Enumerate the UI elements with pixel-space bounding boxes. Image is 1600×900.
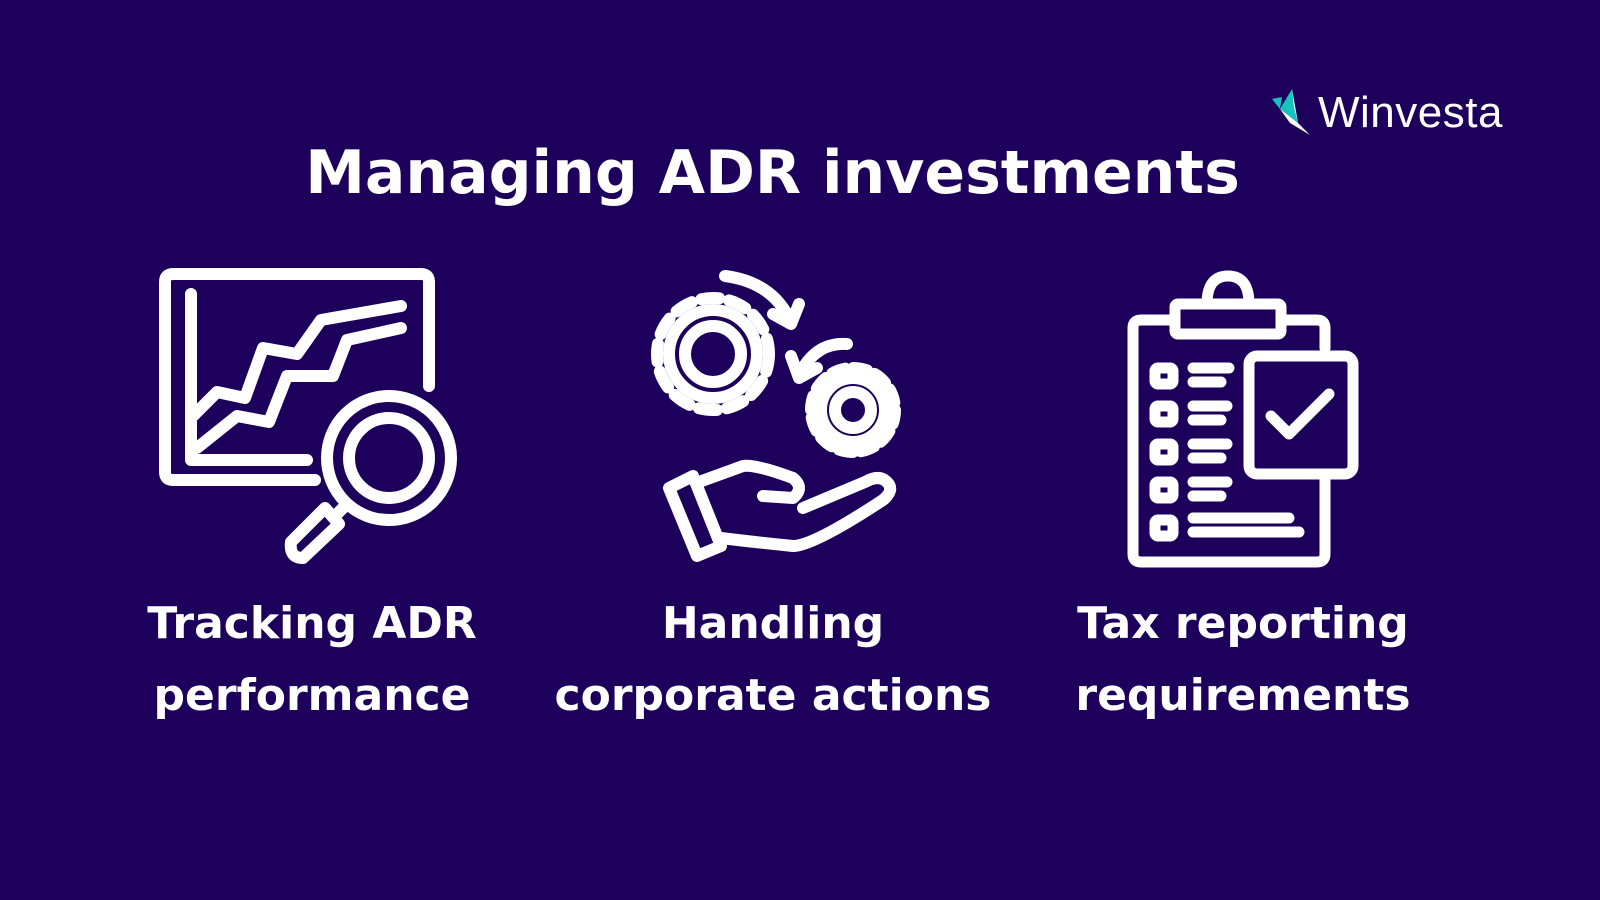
- brand-name: Winvesta: [1318, 88, 1503, 137]
- item-tax-reporting: Tax reporting requirements: [1013, 268, 1473, 732]
- item-line2: requirements: [1075, 670, 1411, 721]
- clipboard-checklist-icon: [1127, 270, 1359, 568]
- bird-logo-icon: [1272, 89, 1310, 135]
- item-line1: Tax reporting: [1077, 598, 1409, 649]
- item-corporate-actions: Handling corporate actions: [543, 268, 1003, 732]
- brand-logo: Winvesta: [1272, 88, 1503, 138]
- item-tracking: Tracking ADR performance: [82, 268, 542, 732]
- item-line1: Tracking ADR: [147, 598, 477, 649]
- page-title: Managing ADR investments: [305, 138, 1240, 208]
- gears-hand-icon: [651, 270, 901, 562]
- item-line2: performance: [153, 670, 471, 721]
- chart-magnifier-icon: [159, 268, 457, 564]
- item-line1: Handling: [661, 598, 885, 649]
- item-line2: corporate actions: [554, 670, 992, 721]
